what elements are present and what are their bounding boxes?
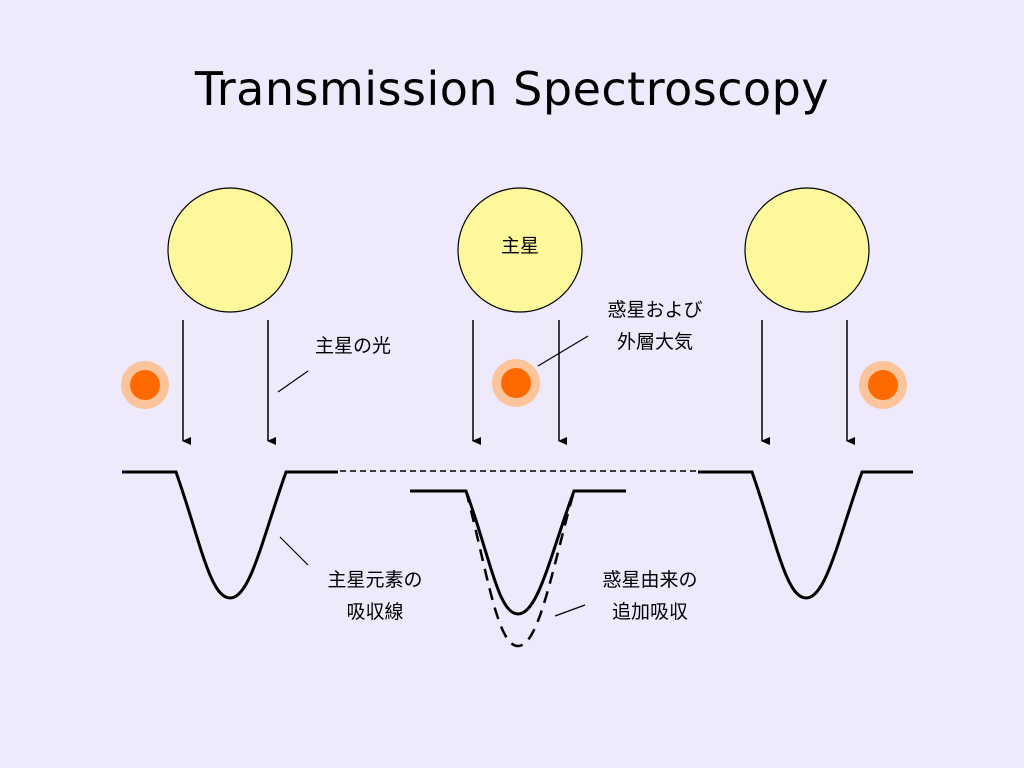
planet (130, 370, 160, 400)
planet (501, 368, 531, 398)
planet-absorption-line (464, 490, 576, 648)
planet-absorption-label-line-2: 追加吸収 (611, 601, 688, 623)
leader-line-starlight (277, 370, 309, 393)
star-absorption-label-line-2: 吸収線 (346, 601, 404, 623)
star-absorption-label-line-1: 主星元素の (327, 569, 423, 591)
star-label: 主星 (500, 235, 539, 257)
spectrum-line (698, 470, 913, 600)
starlight-label: 主星の光 (314, 335, 391, 357)
star-disk (457, 187, 583, 313)
planet-atmosphere-label: 惑星および 外層大気 (590, 294, 720, 358)
panel-during-transit (410, 187, 626, 648)
planet-absorption-label: 惑星由来の 追加吸収 (580, 564, 720, 628)
leader-line-atmosphere (537, 335, 589, 367)
planet (868, 370, 898, 400)
planet-atmosphere-label-line-2: 外層大気 (616, 331, 693, 353)
star-disk (167, 187, 293, 313)
planet-atmosphere-label-line-1: 惑星および (607, 299, 703, 321)
spectrum-line (122, 470, 338, 600)
planet-absorption-label-line-1: 惑星由来の (602, 569, 698, 591)
panel-before-transit (121, 187, 338, 600)
slide-title: Transmission Spectroscopy (194, 62, 830, 116)
leader-line-star-absorption (279, 536, 309, 566)
spectrum-line (410, 489, 626, 616)
star-disk (744, 187, 870, 313)
panel-after-transit (698, 187, 913, 600)
star-absorption-label: 主星元素の 吸収線 (305, 564, 445, 628)
leader-line-planet-absorption (554, 604, 586, 617)
